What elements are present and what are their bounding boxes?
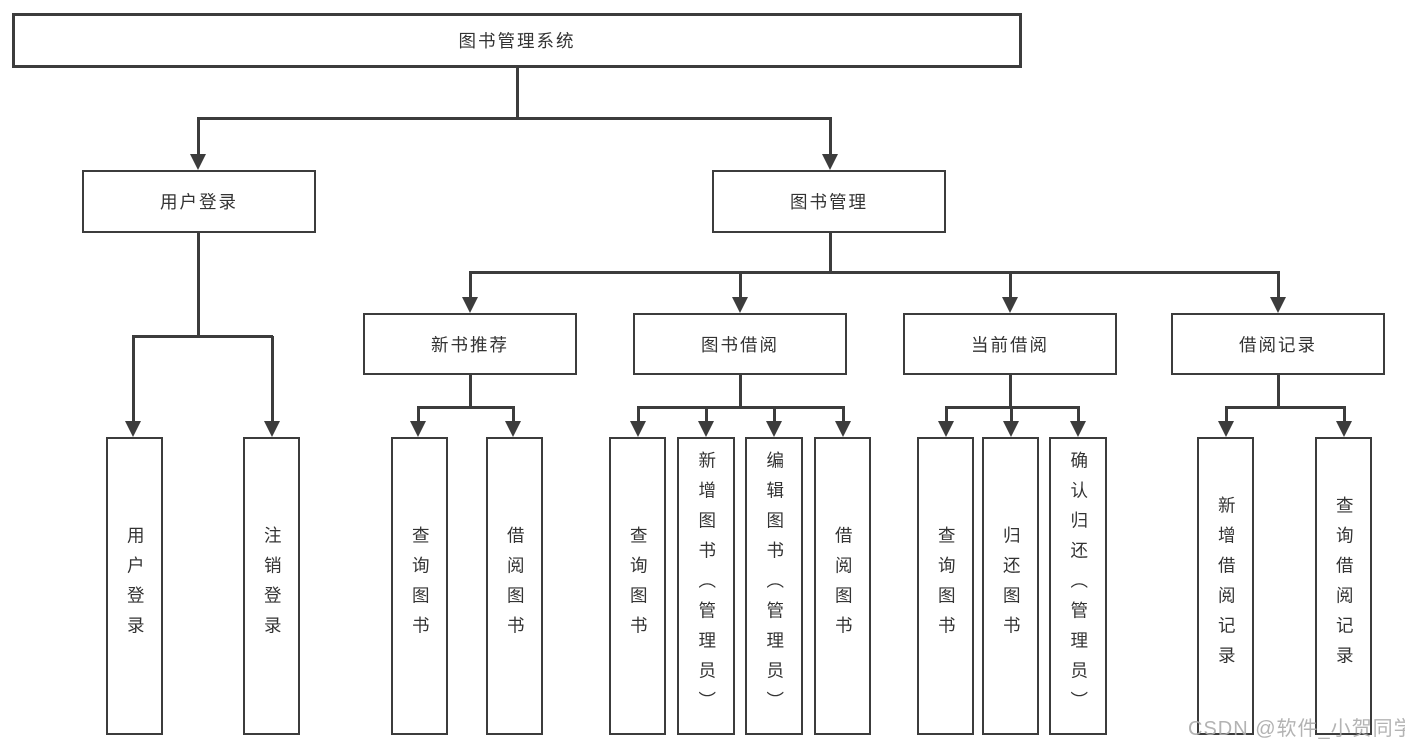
arrowhead-down-icon <box>766 421 782 437</box>
arrowhead-down-icon <box>1270 297 1286 313</box>
leaf-label: 归还图书 <box>1001 526 1022 646</box>
connector-line <box>1076 407 1080 422</box>
connector-line <box>841 407 845 422</box>
connector-line <box>131 336 135 422</box>
leaf-edit-book-admin: 编辑图书（管理员） <box>745 437 803 735</box>
leaf-add-borrow-record: 新增借阅记录 <box>1197 437 1254 735</box>
leaf-label: 查询借阅记录 <box>1334 496 1355 676</box>
leaf-label: 查询图书 <box>628 526 649 646</box>
connector-line <box>270 336 274 422</box>
connector-line <box>944 407 948 422</box>
leaf-query-borrow-record: 查询借阅记录 <box>1315 437 1372 735</box>
node-book-borrow: 图书借阅 <box>633 313 847 375</box>
leaf-return-book: 归还图书 <box>982 437 1039 735</box>
connector-line <box>468 375 472 407</box>
connector-line <box>468 270 1280 274</box>
arrowhead-down-icon <box>822 154 838 170</box>
leaf-label: 借阅图书 <box>833 526 854 646</box>
arrowhead-down-icon <box>630 421 646 437</box>
node-book-management-label: 图书管理 <box>790 192 868 212</box>
connector-line <box>511 407 515 422</box>
node-new-book-recommend: 新书推荐 <box>363 313 577 375</box>
arrowhead-down-icon <box>410 421 426 437</box>
node-user-login-label: 用户登录 <box>160 192 238 212</box>
connector-line <box>196 116 832 120</box>
connector-line <box>1224 405 1346 409</box>
node-borrow-records-label: 借阅记录 <box>1239 334 1317 355</box>
arrowhead-down-icon <box>835 421 851 437</box>
connector-line <box>1008 375 1012 407</box>
node-user-login: 用户登录 <box>82 170 316 233</box>
arrowhead-down-icon <box>462 297 478 313</box>
csdn-watermark: CSDN @软件_小贺同学 <box>1188 718 1405 740</box>
leaf-label: 新增图书（管理员） <box>696 451 717 721</box>
leaf-query-books-recommend: 查询图书 <box>391 437 448 735</box>
connector-line <box>738 272 742 298</box>
leaf-label: 新增借阅记录 <box>1216 496 1237 676</box>
leaf-query-books-current: 查询图书 <box>917 437 974 735</box>
connector-line <box>515 68 519 118</box>
arrowhead-down-icon <box>190 154 206 170</box>
connector-line <box>196 118 200 155</box>
connector-line <box>738 375 742 407</box>
arrowhead-down-icon <box>938 421 954 437</box>
leaf-add-book-admin: 新增图书（管理员） <box>677 437 735 735</box>
connector-line <box>1008 272 1012 298</box>
arrowhead-down-icon <box>125 421 141 437</box>
arrowhead-down-icon <box>1003 421 1019 437</box>
connector-line <box>772 407 776 422</box>
connector-line <box>416 405 515 409</box>
arrowhead-down-icon <box>1218 421 1234 437</box>
node-book-management: 图书管理 <box>712 170 946 233</box>
leaf-user-login: 用户登录 <box>106 437 163 735</box>
leaf-label: 注销登录 <box>262 526 283 646</box>
leaf-label: 查询图书 <box>936 526 957 646</box>
connector-line <box>636 407 640 422</box>
connector-line <box>1342 407 1346 422</box>
connector-line <box>636 405 845 409</box>
arrowhead-down-icon <box>1002 297 1018 313</box>
leaf-label: 查询图书 <box>410 526 431 646</box>
leaf-label: 借阅图书 <box>505 526 526 646</box>
connector-line <box>1276 272 1280 298</box>
connector-line <box>828 118 832 155</box>
node-new-book-recommend-label: 新书推荐 <box>431 334 509 355</box>
connector-line <box>196 233 200 336</box>
arrowhead-down-icon <box>732 297 748 313</box>
leaf-label: 确认归还（管理员） <box>1068 451 1089 721</box>
node-root: 图书管理系统 <box>12 13 1022 68</box>
leaf-label: 用户登录 <box>125 526 146 646</box>
leaf-borrow-books-recommend: 借阅图书 <box>486 437 543 735</box>
connector-line <box>1276 375 1280 407</box>
node-current-borrow: 当前借阅 <box>903 313 1117 375</box>
connector-line <box>416 407 420 422</box>
leaf-borrow-books-borrow: 借阅图书 <box>814 437 871 735</box>
connector-line <box>1224 407 1228 422</box>
arrowhead-down-icon <box>1070 421 1086 437</box>
connector-line <box>468 272 472 298</box>
arrowhead-down-icon <box>1336 421 1352 437</box>
node-root-label: 图书管理系统 <box>458 31 576 51</box>
leaf-confirm-return-admin: 确认归还（管理员） <box>1049 437 1107 735</box>
leaf-label: 编辑图书（管理员） <box>764 451 785 721</box>
leaf-query-books-borrow: 查询图书 <box>609 437 666 735</box>
connector-line <box>1009 407 1013 422</box>
node-borrow-records: 借阅记录 <box>1171 313 1385 375</box>
arrowhead-down-icon <box>505 421 521 437</box>
connector-line <box>704 407 708 422</box>
leaf-logout: 注销登录 <box>243 437 300 735</box>
arrowhead-down-icon <box>264 421 280 437</box>
node-book-borrow-label: 图书借阅 <box>701 334 779 355</box>
arrowhead-down-icon <box>698 421 714 437</box>
connector-line <box>131 334 273 338</box>
connector-line <box>828 233 832 272</box>
node-current-borrow-label: 当前借阅 <box>971 334 1049 355</box>
